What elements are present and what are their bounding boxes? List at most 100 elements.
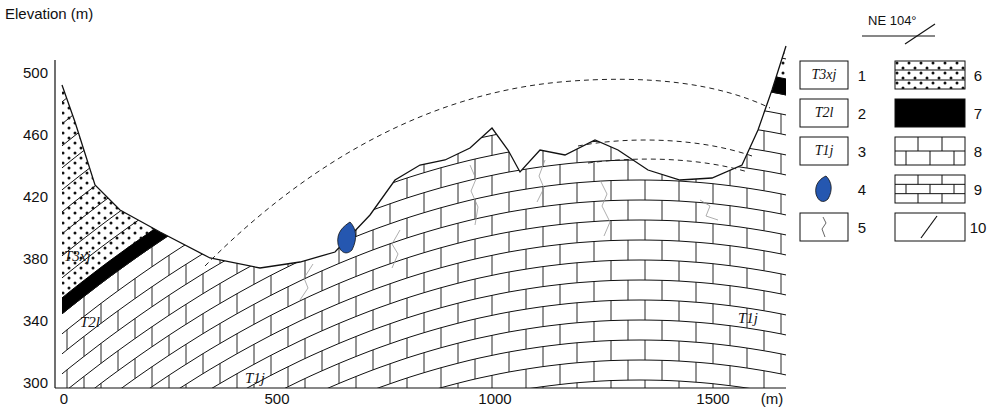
limestone-joint bbox=[747, 228, 748, 248]
limestone-joint bbox=[798, 137, 799, 157]
axis-unit: (m) bbox=[761, 391, 784, 406]
bed-line bbox=[40, 0, 800, 164]
legend-number: 2 bbox=[858, 106, 866, 121]
limestone-joint bbox=[169, 335, 170, 355]
limestone-joint bbox=[441, 168, 442, 188]
limestone-joint bbox=[84, 296, 85, 316]
limestone-joint bbox=[458, 103, 459, 123]
limestone-joint bbox=[237, 374, 238, 394]
limestone-joint bbox=[373, 310, 374, 330]
limestone-joint bbox=[220, 363, 221, 383]
limestone-joint bbox=[339, 203, 340, 223]
limestone-joint bbox=[696, 122, 697, 142]
limestone-joint bbox=[407, 338, 408, 358]
limestone-joint bbox=[373, 270, 374, 290]
limestone-joint bbox=[798, 97, 799, 117]
limestone-joint bbox=[390, 364, 391, 384]
limestone-joint bbox=[543, 387, 544, 407]
legend-number: 3 bbox=[858, 144, 866, 159]
legend-number: 10 bbox=[970, 220, 987, 235]
limestone-joint bbox=[611, 301, 612, 321]
limestone-joint bbox=[135, 319, 136, 339]
limestone-joint bbox=[577, 223, 578, 243]
legend-swatch bbox=[799, 212, 849, 242]
limestone-joint bbox=[509, 352, 510, 372]
limestone-joint bbox=[118, 351, 119, 371]
legend-swatch bbox=[894, 60, 966, 90]
limestone-joint bbox=[594, 361, 595, 381]
limestone-joint bbox=[713, 144, 714, 164]
limestone-joint bbox=[509, 232, 510, 252]
limestone-joint bbox=[390, 204, 391, 224]
limestone-joint bbox=[492, 95, 493, 115]
limestone-joint bbox=[390, 244, 391, 264]
limestone-joint bbox=[798, 337, 799, 357]
limestone-joint bbox=[560, 324, 561, 344]
limestone-joint bbox=[628, 120, 629, 140]
limestone-joint bbox=[458, 303, 459, 323]
limestone-joint bbox=[954, 184, 955, 193]
limestone-joint bbox=[373, 350, 374, 370]
limestone-joint bbox=[118, 311, 119, 331]
limestone-joint bbox=[356, 256, 357, 276]
limestone-joint bbox=[339, 163, 340, 183]
legend-number: 4 bbox=[858, 182, 866, 197]
limestone-joint bbox=[628, 240, 629, 260]
bed-line bbox=[40, 200, 800, 407]
limestone-joint bbox=[798, 297, 799, 317]
limestone-joint bbox=[713, 264, 714, 284]
limestone-joint bbox=[526, 169, 527, 189]
limestone-joint bbox=[424, 353, 425, 373]
bed-line bbox=[40, 0, 800, 120]
limestone-joint bbox=[781, 354, 782, 374]
limestone-joint bbox=[594, 241, 595, 261]
bed-line bbox=[40, 0, 800, 142]
limestone-joint bbox=[441, 368, 442, 388]
limestone-joint bbox=[679, 181, 680, 201]
limestone-joint bbox=[747, 188, 748, 208]
limestone-joint bbox=[764, 291, 765, 311]
limestone-joint bbox=[373, 190, 374, 210]
limestone-joint bbox=[390, 324, 391, 344]
legend-number: 9 bbox=[974, 182, 982, 197]
limestone-joint bbox=[203, 394, 204, 407]
limestone-joint bbox=[203, 234, 204, 254]
limestone-joint bbox=[356, 336, 357, 356]
limestone-joint bbox=[441, 288, 442, 308]
tick-label: 500 bbox=[264, 391, 289, 406]
limestone-joint bbox=[645, 340, 646, 360]
legend-box bbox=[800, 213, 848, 241]
limestone-joint bbox=[645, 100, 646, 120]
limestone-joint bbox=[373, 390, 374, 407]
limestone-joint bbox=[203, 314, 204, 334]
limestone-joint bbox=[424, 393, 425, 407]
coal-sample bbox=[895, 99, 965, 127]
bed-line bbox=[40, 0, 800, 186]
limestone-joint bbox=[747, 148, 748, 168]
limestone-joint bbox=[526, 209, 527, 229]
fracture bbox=[300, 160, 718, 300]
limestone-joint bbox=[67, 370, 68, 390]
axes bbox=[55, 60, 786, 388]
limestone-joint bbox=[492, 295, 493, 315]
limestone-joint bbox=[798, 177, 799, 197]
limestone-joint bbox=[492, 175, 493, 195]
limestone-joint bbox=[390, 404, 391, 407]
limestone-joint bbox=[747, 388, 748, 407]
limestone-joint bbox=[509, 192, 510, 212]
limestone-joint bbox=[526, 129, 527, 149]
limestone-joint bbox=[942, 175, 943, 184]
limestone-joint bbox=[560, 84, 561, 104]
limestone-joint bbox=[611, 341, 612, 361]
limestone-joint bbox=[186, 224, 187, 244]
limestone-joint bbox=[475, 359, 476, 379]
limestone-joint bbox=[781, 314, 782, 334]
legend-box bbox=[800, 99, 848, 127]
limestone-joint bbox=[611, 141, 612, 161]
formation-label: T2l bbox=[80, 315, 100, 330]
limestone-joint bbox=[679, 341, 680, 361]
limestone-joint bbox=[628, 400, 629, 407]
limestone-joint bbox=[560, 364, 561, 384]
limestone-joint bbox=[254, 184, 255, 204]
limestone-joint bbox=[322, 311, 323, 331]
